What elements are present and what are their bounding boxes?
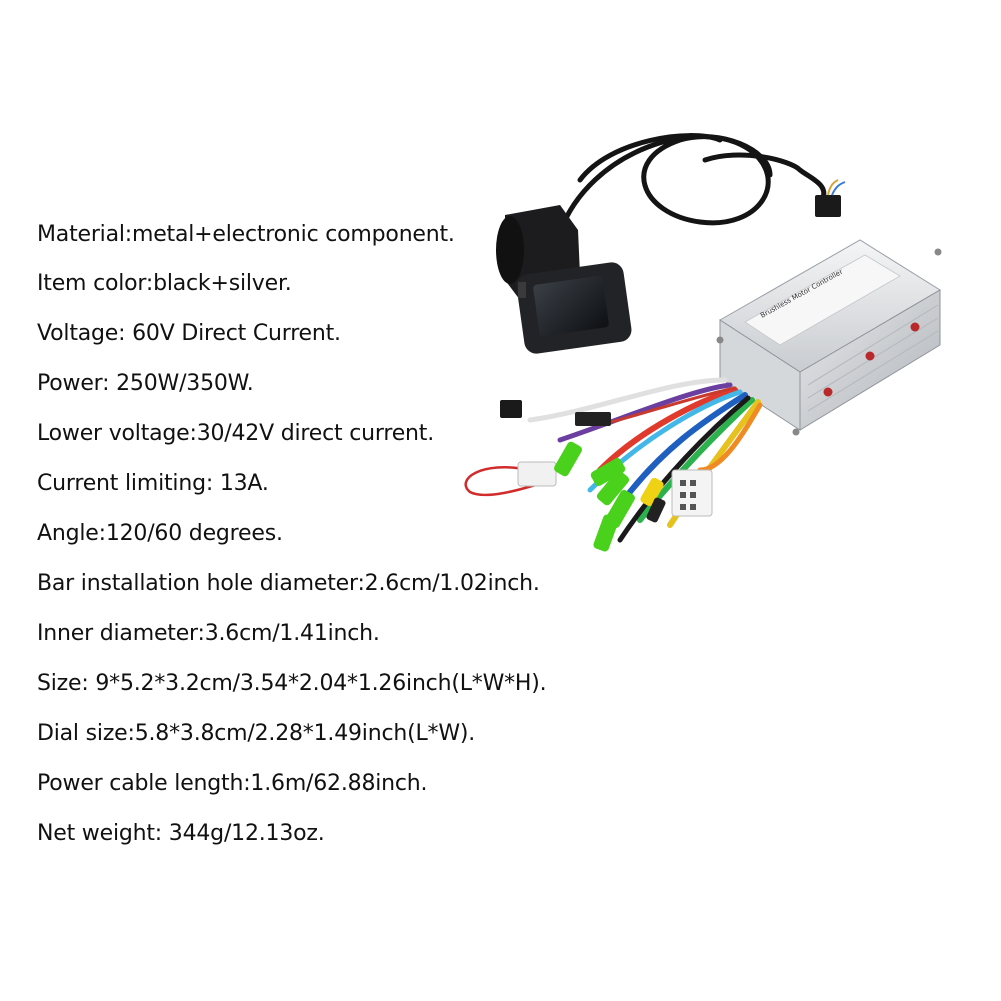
spec-current-limiting: Current limiting: 13A. bbox=[37, 471, 269, 496]
power-cable bbox=[557, 133, 827, 235]
spec-item-color: Item color:black+silver. bbox=[37, 271, 292, 296]
spec-material: Material:metal+electronic component. bbox=[37, 222, 455, 247]
controller-box: Brushless Motor Controller bbox=[716, 239, 942, 436]
red-loop-wire bbox=[464, 466, 546, 497]
spec-inner-diameter: Inner diameter:3.6cm/1.41inch. bbox=[37, 621, 380, 646]
spec-voltage: Voltage: 60V Direct Current. bbox=[37, 321, 341, 346]
spec-power: Power: 250W/350W. bbox=[37, 371, 254, 396]
spec-angle: Angle:120/60 degrees. bbox=[37, 521, 283, 546]
spec-size: Size: 9*5.2*3.2cm/3.54*2.04*1.26inch(L*W… bbox=[37, 671, 547, 696]
spec-power-cable-length: Power cable length:1.6m/62.88inch. bbox=[37, 771, 428, 796]
product-photo: Brushless Motor Controller bbox=[464, 133, 942, 552]
spec-lower-voltage: Lower voltage:30/42V direct current. bbox=[37, 421, 434, 446]
spec-net-weight: Net weight: 344g/12.13oz. bbox=[37, 821, 325, 846]
wire-connectors bbox=[500, 400, 713, 552]
cable-connector bbox=[815, 195, 841, 217]
spec-bar-hole-diameter: Bar installation hole diameter:2.6cm/1.0… bbox=[37, 571, 540, 596]
spec-dial-size: Dial size:5.8*3.8cm/2.28*1.49inch(L*W). bbox=[37, 721, 476, 746]
lcd-screen bbox=[533, 275, 609, 337]
lcd-display-unit bbox=[496, 205, 632, 354]
